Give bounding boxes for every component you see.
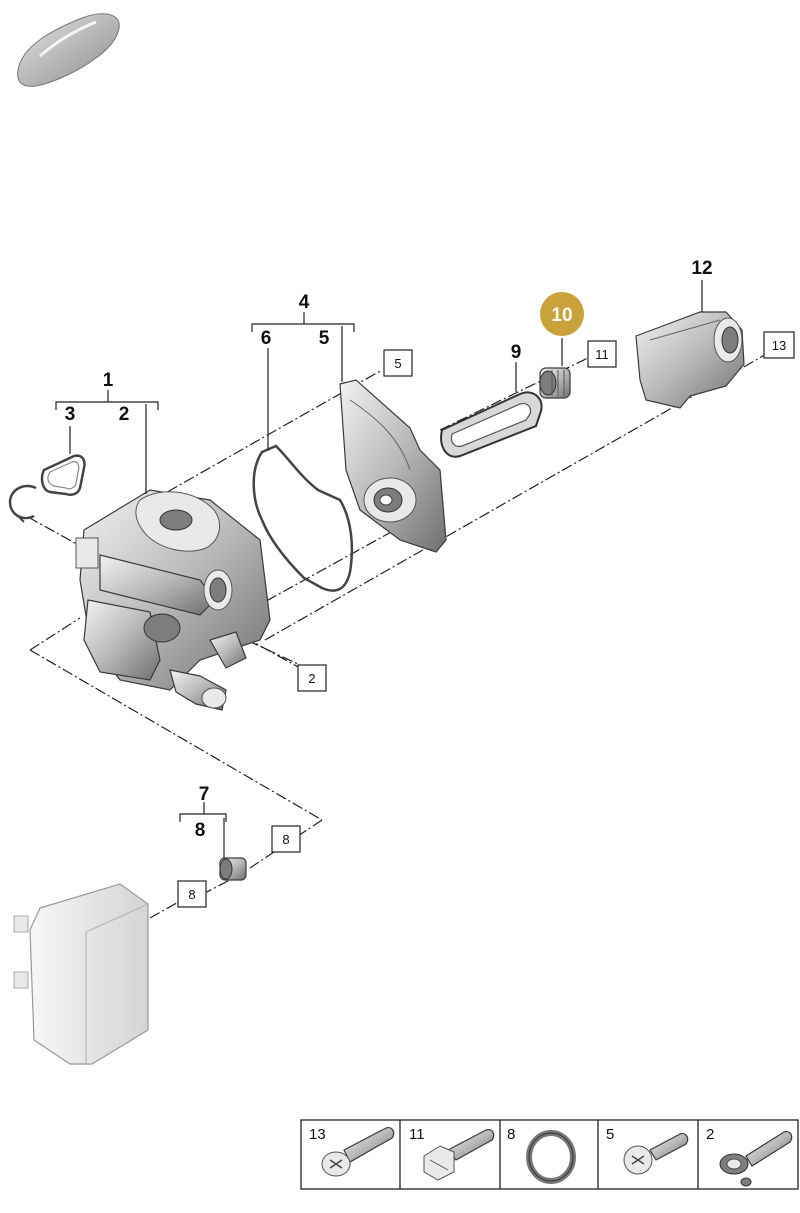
part-6-seal-ring[interactable] [252, 444, 354, 592]
callout-1[interactable]: 1 [103, 370, 114, 391]
callout-8[interactable]: 8 [195, 820, 206, 841]
callout-12[interactable]: 12 [691, 258, 712, 279]
part-7-plug[interactable] [219, 857, 247, 881]
part-3-gasket[interactable] [40, 454, 86, 496]
hardware-table: 13 11 8 5 [300, 1119, 799, 1190]
callout-6[interactable]: 6 [261, 328, 272, 349]
callout-10-highlight[interactable]: 10 [540, 292, 584, 336]
callout-2[interactable]: 2 [119, 404, 130, 425]
table-cell-13[interactable]: 13 [309, 1126, 395, 1177]
ref-box-2[interactable]: 2 [297, 664, 327, 692]
reference-boxes: 5 11 13 2 8 8 [177, 331, 795, 908]
svg-text:11: 11 [409, 1126, 425, 1143]
svg-text:5: 5 [394, 356, 401, 371]
svg-text:5: 5 [606, 1126, 614, 1143]
part-5-water-pump[interactable] [339, 379, 447, 553]
callout-4[interactable]: 4 [299, 292, 310, 313]
callout-9[interactable]: 9 [511, 342, 522, 363]
svg-text:8: 8 [188, 887, 195, 902]
ref-box-11[interactable]: 11 [587, 340, 617, 368]
svg-text:11: 11 [595, 347, 609, 362]
table-cell-2[interactable]: 2 [706, 1126, 793, 1187]
ref-box-5[interactable]: 5 [383, 349, 413, 377]
oil-cooler[interactable] [13, 883, 149, 1065]
hex-bolt-icon [423, 1129, 495, 1181]
flange-bolt-icon [321, 1127, 395, 1177]
ref-box-13[interactable]: 13 [763, 331, 795, 359]
svg-text:8: 8 [507, 1126, 515, 1143]
table-cell-5[interactable]: 5 [606, 1126, 689, 1175]
part-12-cover[interactable] [635, 311, 745, 409]
part-2-thermostat-housing[interactable] [75, 489, 271, 711]
part-10-pulley[interactable] [539, 367, 571, 399]
callout-7[interactable]: 7 [199, 784, 210, 805]
table-cell-11[interactable]: 11 [409, 1126, 495, 1181]
svg-text:2: 2 [308, 671, 315, 686]
callout-10[interactable]: 10 [551, 305, 572, 326]
o-ring-icon [526, 1130, 576, 1184]
ref-box-8-upper[interactable]: 8 [271, 825, 301, 853]
retaining-clip[interactable] [8, 484, 37, 523]
svg-text:8: 8 [282, 832, 289, 847]
part-9-drive-belt[interactable] [440, 391, 543, 458]
ref-box-8-lower[interactable]: 8 [177, 880, 207, 908]
torx-bolt-icon [623, 1133, 689, 1175]
svg-text:13: 13 [309, 1126, 326, 1143]
svg-text:13: 13 [772, 338, 786, 353]
table-cell-8[interactable]: 8 [507, 1126, 576, 1184]
leader-lines [55, 280, 703, 858]
callout-3[interactable]: 3 [65, 404, 76, 425]
callout-5[interactable]: 5 [319, 328, 330, 349]
callout-labels: 1 3 2 4 6 5 9 12 7 8 10 [65, 258, 713, 841]
svg-text:2: 2 [706, 1126, 714, 1143]
stud-bolt-icon [719, 1131, 793, 1187]
car-thumbnail-icon[interactable] [17, 13, 120, 87]
